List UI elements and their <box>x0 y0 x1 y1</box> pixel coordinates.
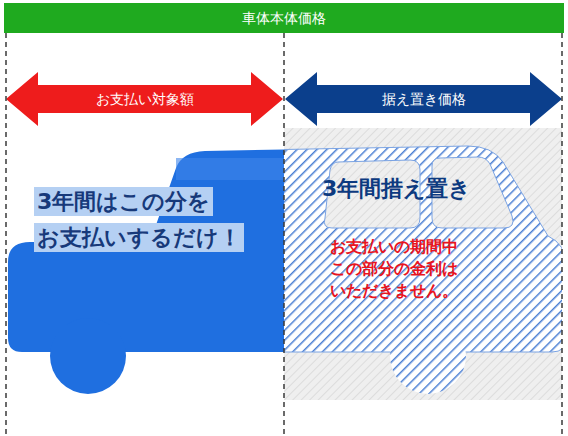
text-holder: お支払いの期間中 この部分の金利は いただきません。 <box>330 236 500 302</box>
deferral-heading: 3年間措え置き <box>322 176 471 201</box>
payment-note: 3年間はこの分を お支払いするだけ！ <box>34 187 244 252</box>
double-arrow <box>285 72 562 126</box>
car-paid-half: 3年間はこの分を お支払いするだけ！ <box>6 128 284 400</box>
double-arrow <box>6 72 283 126</box>
interest-note: お支払いの期間中 この部分の金利は いただきません。 <box>330 237 458 300</box>
text-holder: 据え置き価格 <box>315 72 532 126</box>
node-shape <box>6 128 284 400</box>
text-holder: お支払い対象額 <box>36 72 253 126</box>
car-wheel <box>50 318 126 394</box>
arrow-label: お支払い対象額 <box>96 91 194 107</box>
dashed-guide <box>5 33 7 436</box>
text-holder: 3年間はこの分を お支払いするだけ！ <box>34 184 274 256</box>
band-label: 車体本体価格 <box>242 10 326 26</box>
text-holder: 3年間措え置き <box>322 174 542 204</box>
car-cabin-shade <box>176 158 284 180</box>
band-fill <box>4 3 564 33</box>
car-body <box>8 146 284 352</box>
deferred-arrow: 据え置き価格 <box>285 72 562 126</box>
arrow-label: 据え置き価格 <box>382 91 466 107</box>
car-wheel <box>390 318 466 394</box>
payment-arrow: お支払い対象額 <box>6 72 283 126</box>
price-band: 車体本体価格 <box>4 3 564 33</box>
car-deferred-half: 3年間措え置きお支払いの期間中 この部分の金利は いただきません。 <box>284 128 562 400</box>
text-holder: 車体本体価格 <box>4 3 564 33</box>
